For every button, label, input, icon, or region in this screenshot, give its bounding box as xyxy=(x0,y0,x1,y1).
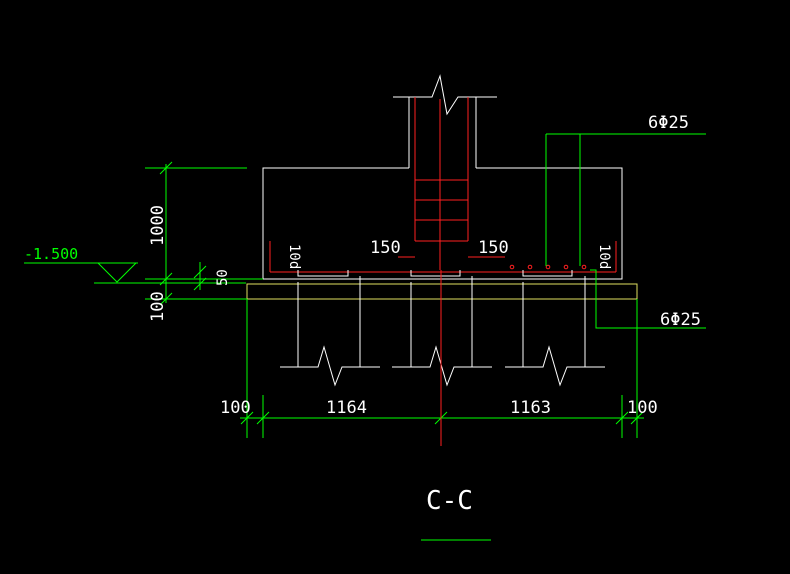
leader-bottom-line xyxy=(590,269,706,329)
hook-label-right: 10d xyxy=(596,244,612,269)
elevation-triangle xyxy=(96,262,138,283)
dim-label-left-span: 1164 xyxy=(326,398,367,418)
rebar-dot xyxy=(545,264,551,270)
dim-tick xyxy=(630,411,644,425)
rebar-leaders xyxy=(545,133,706,329)
pile-break-mark xyxy=(505,345,605,387)
anchor-label-left: 150 xyxy=(370,238,401,258)
piles xyxy=(280,270,605,387)
pile-cap xyxy=(262,167,623,280)
hook-label-left: 10d xyxy=(286,244,302,269)
dim-tick xyxy=(159,161,173,175)
pile-head-marker xyxy=(410,270,461,277)
dim-label-right-edge: 100 xyxy=(627,398,658,418)
dim-tick xyxy=(256,411,270,425)
dim-tick xyxy=(240,411,254,425)
cap-rebar xyxy=(269,241,617,273)
rebar-dot xyxy=(581,264,587,270)
column-rebar xyxy=(398,97,505,270)
dim-tick xyxy=(193,277,207,291)
elevation-label: -1.500 xyxy=(24,245,78,263)
dim-label-height: 1000 xyxy=(148,205,168,246)
dim-label-left-edge: 100 xyxy=(220,398,251,418)
pad-outline xyxy=(246,283,638,300)
section-title: C-C xyxy=(426,486,473,516)
dim-tick xyxy=(193,265,207,279)
pile-break-mark xyxy=(392,345,492,387)
elevation-marker xyxy=(24,262,246,284)
rebar-label-top: 6Φ25 xyxy=(648,113,689,133)
dim-label-pad: 100 xyxy=(148,291,168,322)
dim-label-cover: 50 xyxy=(215,269,231,286)
rebar-label-bottom: 6Φ25 xyxy=(660,310,701,330)
horizontal-dimensions xyxy=(240,299,644,438)
rebar-dot xyxy=(527,264,533,270)
pile-head-marker xyxy=(522,270,573,277)
dim-label-right-span: 1163 xyxy=(510,398,551,418)
rebar-dot xyxy=(563,264,569,270)
leveling-pad xyxy=(246,283,638,300)
pile-break-mark xyxy=(280,345,380,387)
column-stub xyxy=(393,74,497,168)
column-break-mark xyxy=(393,74,497,116)
rebar-dot xyxy=(509,264,515,270)
anchor-label-right: 150 xyxy=(478,238,509,258)
pile-cap-outline xyxy=(262,167,623,280)
dim-tick xyxy=(159,292,173,306)
pile-head-marker xyxy=(297,270,349,277)
dim-tick xyxy=(615,411,629,425)
